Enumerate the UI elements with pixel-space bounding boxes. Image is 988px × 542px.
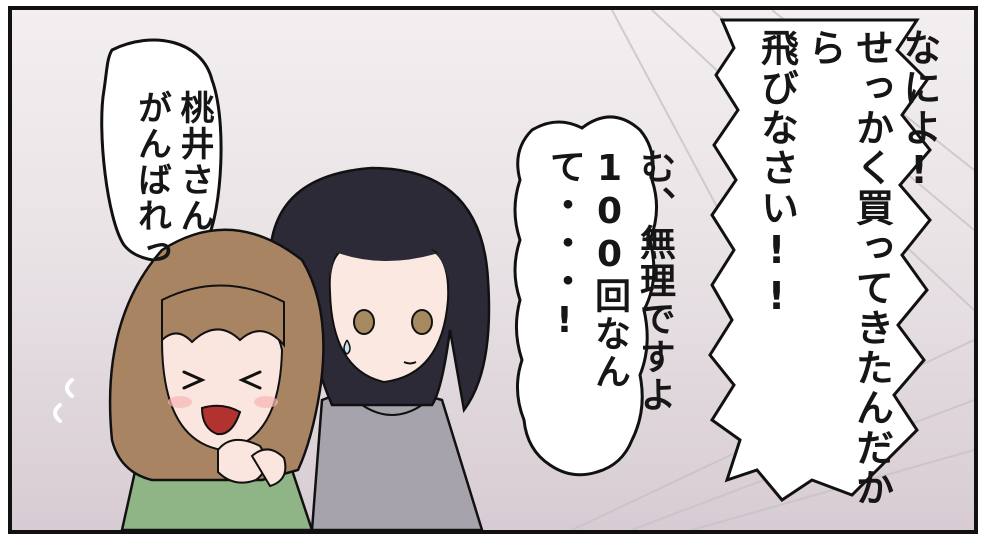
- thought-text-left: 桃井さん がんばれっ: [130, 90, 215, 270]
- speech-right-line-3: 飛びなさい!!: [754, 28, 799, 320]
- thought-line-1: 桃井さん: [174, 90, 214, 234]
- speech-text-right: なによ! せっかく買ってきたんだから 飛びなさい!!: [752, 28, 942, 530]
- panel-artwork: [53, 10, 974, 530]
- manga-panel: 桃井さん がんばれっ む、無理ですよ 100回なんて・・・! なによ! せっかく…: [8, 6, 978, 534]
- speech-right-line-1: なによ!: [897, 28, 941, 194]
- thought-line-2: がんばれっ: [131, 90, 172, 270]
- brown-haired-girl: [108, 228, 325, 530]
- speech-middle-line-2: 100回なんて・・・!: [544, 148, 630, 391]
- speech-right-line-2: せっかく買ってきたんだから: [802, 28, 894, 508]
- speech-bubble-right: [708, 18, 932, 502]
- speech-text-middle: む、無理ですよ 100回なんて・・・!: [542, 148, 677, 530]
- speech-bubble-middle: [513, 115, 658, 477]
- speech-middle-line-1: む、無理ですよ: [634, 148, 675, 414]
- black-haired-girl: [267, 166, 491, 530]
- motion-marks: [53, 378, 74, 423]
